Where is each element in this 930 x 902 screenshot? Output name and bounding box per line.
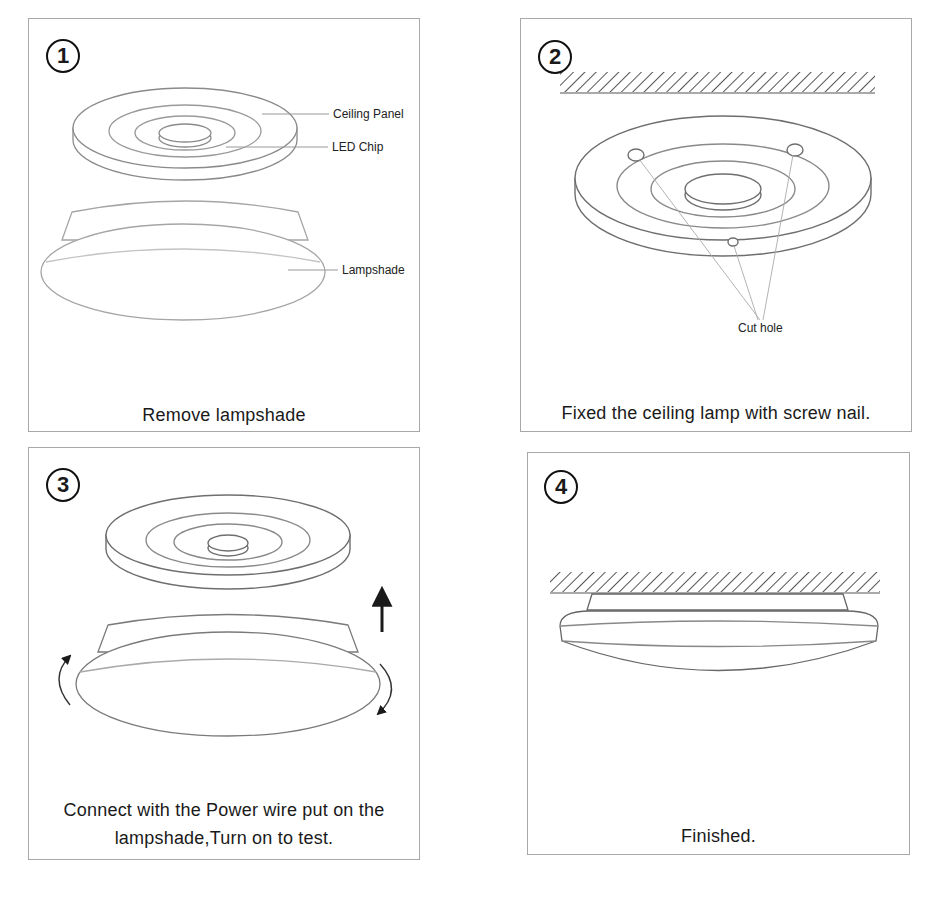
ceiling-panel-drawing [73, 88, 297, 180]
instruction-panel: Fixed the ceiling lamp with screw nail. 2 [520, 18, 912, 432]
screw-hole [628, 149, 644, 161]
finished-lamp-drawing [560, 594, 878, 671]
screw-hole [728, 238, 738, 246]
instruction-panel: Finished. 4 [527, 452, 910, 855]
ceiling-panel-drawing [106, 495, 350, 589]
panel-ring [617, 144, 829, 228]
step-digit: 4 [555, 476, 567, 498]
part-label: LED Chip [332, 140, 383, 154]
lampshade-inner-edge [46, 249, 320, 262]
lampshade-rim [76, 632, 380, 736]
ceiling-hatch [560, 72, 875, 92]
lampshade-inner-edge [80, 659, 376, 672]
part-label: Cut hole [738, 321, 783, 335]
panel-top [106, 495, 350, 575]
step-number: 4 [544, 470, 578, 504]
part-label: Ceiling Panel [333, 107, 404, 121]
rotate-arrow [59, 656, 70, 705]
step-number: 3 [46, 468, 80, 502]
leader-line [639, 159, 760, 320]
step-number: 1 [46, 39, 80, 73]
panel-ring [174, 524, 282, 560]
step-digit: 3 [57, 474, 69, 496]
instruction-panel: Remove lampshade 1 [28, 18, 420, 432]
leader-line [734, 246, 758, 320]
instruction-panel: Connect with the Power wire put on the l… [28, 447, 420, 860]
panel-ring [135, 116, 235, 150]
leader-line [288, 270, 338, 271]
step-caption: Fixed the ceiling lamp with screw nail. [521, 399, 911, 427]
lampshade-drawing [41, 201, 325, 320]
step-digit: 2 [549, 46, 561, 68]
screw-hole [787, 144, 803, 156]
shade-band [562, 641, 876, 647]
cut-hole-leaders [639, 155, 793, 320]
lamp-shade [560, 611, 878, 671]
panel-ring [109, 105, 261, 157]
ceiling-line [560, 92, 875, 93]
rotate-arrow [378, 664, 392, 714]
led-chip [685, 174, 761, 204]
lampshade-rim [41, 224, 325, 320]
part-label: Lampshade [342, 263, 405, 277]
panel-ring [146, 513, 310, 567]
panel-top [575, 116, 871, 240]
leader-line [262, 114, 329, 115]
step-digit: 1 [57, 45, 69, 67]
panel-top [73, 88, 297, 168]
shade-band [561, 621, 877, 626]
mounted-panel-drawing [575, 116, 871, 256]
led-chip [208, 535, 248, 551]
led-chip [159, 124, 211, 142]
step-number: 2 [538, 40, 572, 74]
leader-line [226, 147, 328, 148]
step-caption: Connect with the Power wire put on the l… [29, 796, 419, 852]
panel-ring [651, 161, 795, 217]
ceiling-hatch [550, 572, 880, 592]
lift-arrow [381, 590, 384, 632]
step-caption: Remove lampshade [29, 401, 419, 429]
lampshade-drawing [76, 615, 380, 737]
step-caption: Finished. [528, 822, 909, 850]
leader-line [763, 155, 793, 320]
mounted-panel [587, 594, 848, 610]
